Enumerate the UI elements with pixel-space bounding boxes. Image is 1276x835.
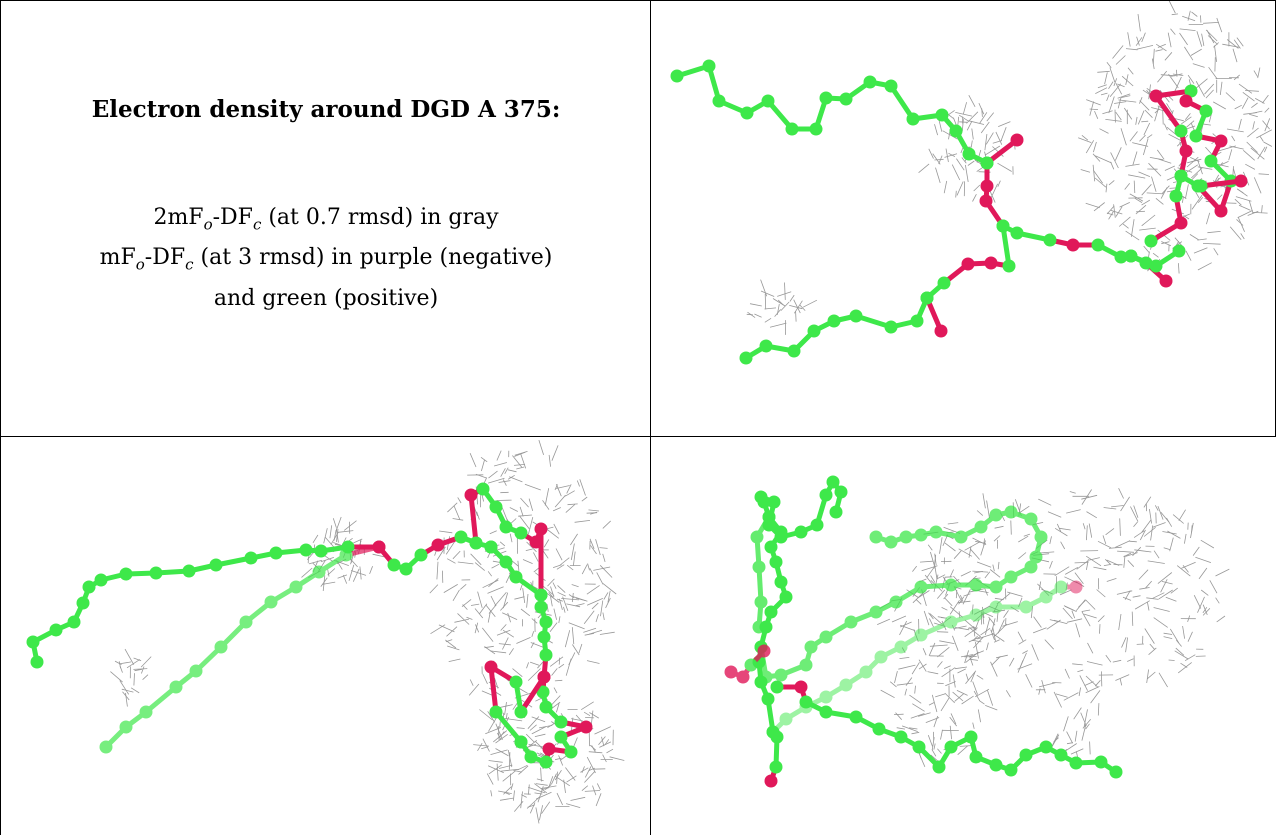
caption-cell: Electron density around DGD A 375: 2mFo-… <box>1 1 650 436</box>
view-top-right <box>651 1 1275 436</box>
divider-vertical <box>650 0 651 835</box>
molecule-mesh-icon <box>670 1 1273 365</box>
border-top <box>0 0 1276 1</box>
caption-title: Electron density around DGD A 375: <box>91 96 561 123</box>
view-bottom-left <box>1 437 650 835</box>
molecule-mesh-icon <box>26 439 625 824</box>
legend-line-positive: and green (positive) <box>213 285 439 311</box>
legend-line-2mfo-dfc: 2mFo-DFc (at 0.7 rmsd) in gray <box>153 205 499 234</box>
molecule-mesh-icon <box>724 475 1230 788</box>
divider-horizontal <box>0 436 1276 437</box>
legend-line-mfo-dfc: mFo-DFc (at 3 rmsd) in purple (negative) <box>99 245 553 274</box>
caption-description: 2mFo-DFc (at 0.7 rmsd) in gray mFo-DFc (… <box>1 201 650 315</box>
view-bottom-right <box>651 437 1276 835</box>
border-left <box>0 0 1 835</box>
